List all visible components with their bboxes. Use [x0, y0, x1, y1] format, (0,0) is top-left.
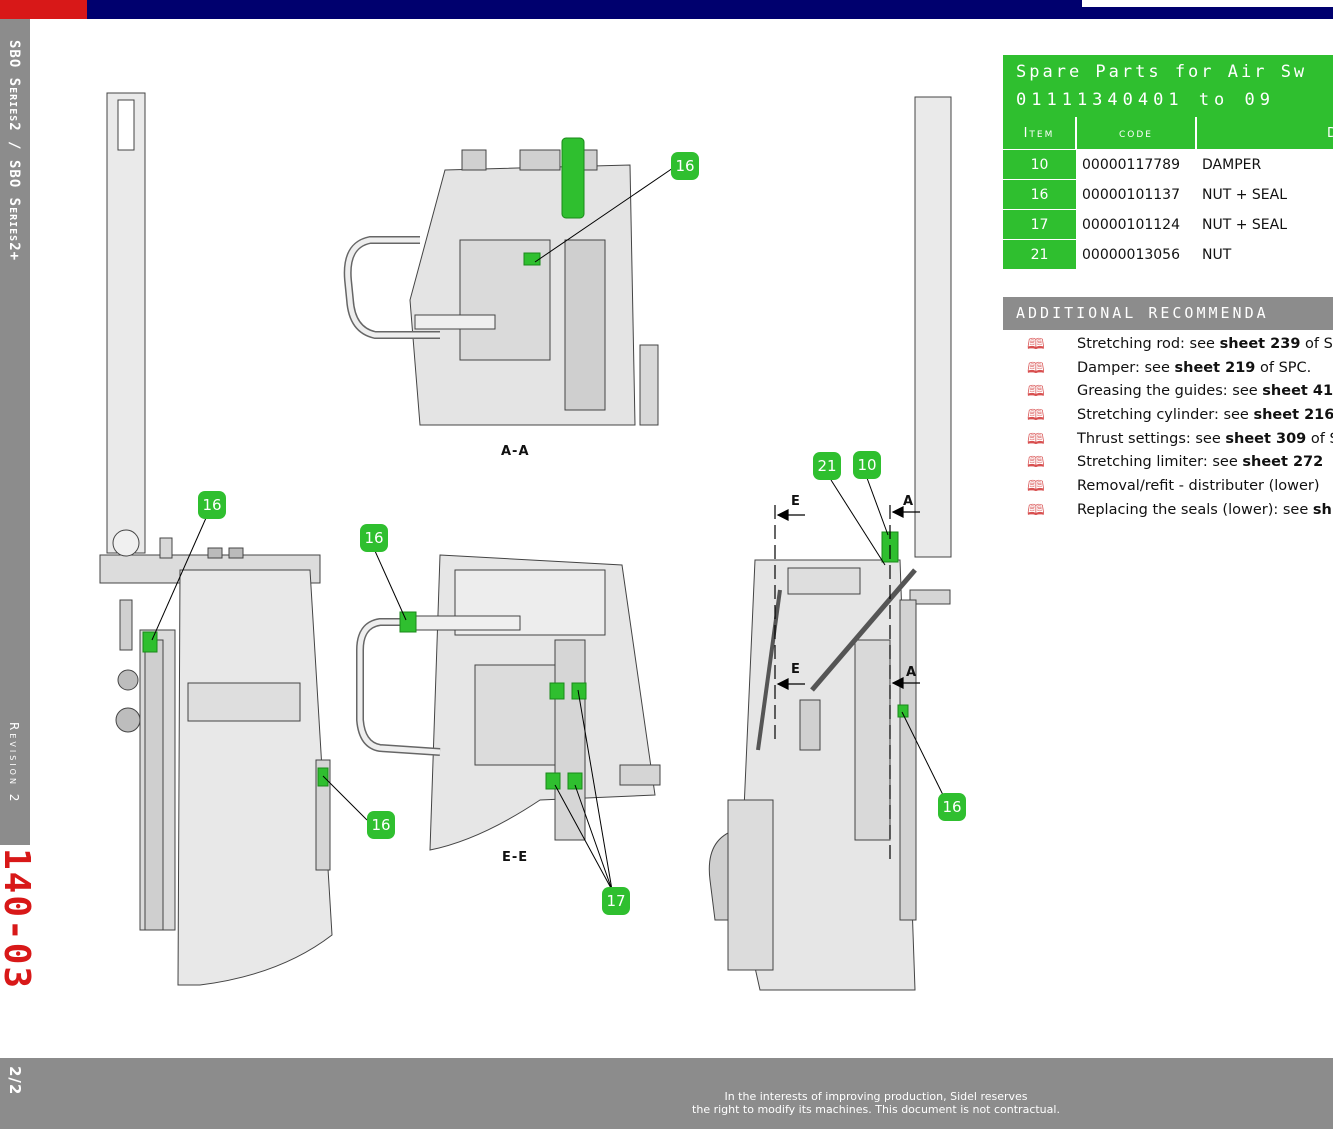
top-bar-red-block: [0, 0, 87, 19]
left-sidebar: [0, 19, 30, 845]
callout-item-16: 16: [198, 491, 226, 519]
section-marker-a-top: A: [903, 494, 915, 509]
table-row: 16 00000101137 NUT + SEAL: [1003, 179, 1333, 210]
series-title: SBO Series2 / SBO Series2+: [6, 40, 22, 262]
book-icon: 🕮: [1027, 429, 1045, 448]
callout-item-16: 16: [360, 524, 388, 552]
section-label-ee: E-E: [502, 850, 529, 865]
row-code: 00000101124: [1076, 209, 1196, 240]
spare-parts-panel: Spare Parts for Air Sw 01111340401 to 09…: [1003, 55, 1333, 269]
top-bar: [0, 0, 1333, 19]
row-item: 16: [1003, 179, 1076, 210]
section-aa-view: [343, 137, 659, 426]
top-bar-white-block: [1082, 0, 1333, 7]
column-header-item: Item: [1003, 117, 1076, 150]
section-marker-e-mid: E: [791, 662, 801, 677]
row-item: 10: [1003, 149, 1076, 180]
footer-disclaimer: In the interests of improving production…: [600, 1090, 1152, 1116]
callout-item-16: 16: [367, 811, 395, 839]
row-description: NUT: [1196, 239, 1333, 269]
book-icon: 🕮: [1027, 500, 1045, 519]
list-item[interactable]: 🕮Stretching limiter: see sheet 272: [1003, 451, 1333, 475]
table-header-row: Item code D: [1003, 117, 1333, 150]
book-icon: 🕮: [1027, 453, 1045, 472]
column-header-description: D: [1195, 117, 1333, 150]
callout-item-17: 17: [602, 887, 630, 915]
list-item[interactable]: 🕮Replacing the seals (lower): see sh: [1003, 499, 1333, 523]
book-icon: 🕮: [1027, 406, 1045, 425]
page-count: 2/2: [6, 1066, 24, 1096]
list-item[interactable]: 🕮Stretching cylinder: see sheet 216: [1003, 404, 1333, 428]
technical-drawing: [99, 92, 952, 991]
row-code: 00000117789: [1076, 149, 1196, 180]
section-marker-e-top: E: [791, 494, 801, 509]
list-item[interactable]: 🕮Removal/refit - distributer (lower): [1003, 475, 1333, 499]
additional-recommendations-panel: ADDITIONAL RECOMMENDA 🕮Stretching rod: s…: [1003, 297, 1333, 523]
book-icon: 🕮: [1027, 335, 1045, 353]
callout-item-16: 16: [671, 152, 699, 180]
right-assembly-view: [708, 96, 952, 991]
table-row: 21 00000013056 NUT: [1003, 239, 1333, 269]
table-row: 10 00000117789 DAMPER: [1003, 149, 1333, 180]
row-code: 00000013056: [1076, 239, 1196, 269]
row-item: 21: [1003, 239, 1076, 269]
list-item[interactable]: 🕮Stretching rod: see sheet 239 of S: [1003, 333, 1333, 357]
row-description: NUT + SEAL: [1196, 179, 1333, 210]
disclaimer-line-1: In the interests of improving production…: [724, 1090, 1028, 1103]
footer-bar: [0, 1058, 1333, 1129]
row-item: 17: [1003, 209, 1076, 240]
column-header-code: code: [1075, 117, 1196, 150]
row-description: NUT + SEAL: [1196, 209, 1333, 240]
recommendations-title: ADDITIONAL RECOMMENDA: [1003, 297, 1333, 330]
book-icon: 🕮: [1027, 382, 1045, 401]
callout-item-16: 16: [938, 793, 966, 821]
list-item[interactable]: 🕮Thrust settings: see sheet 309 of S: [1003, 428, 1333, 452]
page-code: 140-03: [0, 848, 37, 991]
revision-label: Revision 2: [7, 722, 21, 805]
section-label-aa: A-A: [501, 444, 530, 459]
callout-item-21: 21: [813, 452, 841, 480]
spare-parts-title-line1: Spare Parts for Air Sw: [1016, 62, 1308, 82]
section-ee-view: [356, 554, 661, 851]
callout-item-10: 10: [853, 451, 881, 479]
section-marker-a-mid: A: [906, 665, 918, 680]
recommendations-list: 🕮Stretching rod: see sheet 239 of S 🕮Dam…: [1003, 333, 1333, 523]
list-item[interactable]: 🕮Damper: see sheet 219 of SPC.: [1003, 357, 1333, 381]
spare-parts-table: Item code D 10 00000117789 DAMPER 16 000…: [1003, 117, 1333, 269]
disclaimer-line-2: the right to modify its machines. This d…: [692, 1103, 1060, 1116]
table-row: 17 00000101124 NUT + SEAL: [1003, 209, 1333, 240]
left-assembly-view: [99, 92, 333, 986]
spare-parts-title-line2: 01111340401 to 09: [1016, 90, 1275, 110]
book-icon: 🕮: [1027, 477, 1045, 496]
list-item[interactable]: 🕮Greasing the guides: see sheet 41: [1003, 380, 1333, 404]
book-icon: 🕮: [1027, 358, 1045, 377]
row-description: DAMPER: [1196, 149, 1333, 180]
spare-parts-title: Spare Parts for Air Sw 01111340401 to 09: [1003, 55, 1333, 117]
row-code: 00000101137: [1076, 179, 1196, 210]
